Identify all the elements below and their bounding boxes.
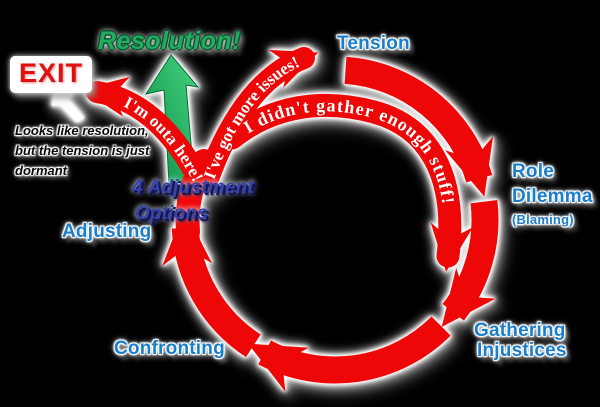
arc-role-dilemma-to-gathering	[441, 200, 499, 328]
note-line-2: but the tension is just	[15, 143, 150, 159]
exit-pointer-icon	[52, 88, 84, 122]
arc-confronting-to-adjusting	[162, 209, 261, 358]
injustices-line: Injustices	[477, 339, 567, 361]
blaming-line: (Blaming)	[512, 212, 574, 228]
note-line-1: Looks like resolution,	[15, 123, 149, 138]
arc-tension-to-role-dilemma	[344, 56, 494, 197]
role-line: Role	[512, 161, 554, 182]
tension-label: Tension	[337, 33, 410, 54]
options-line-2: Options	[135, 202, 209, 224]
options-line-1: 4 Adjustment	[132, 177, 255, 198]
resolution-label: Resolution!	[98, 27, 241, 55]
adjustment-options-label: 4 Adjustment Options	[132, 175, 254, 226]
gathering-injustices-label: Gathering Injustices	[474, 321, 567, 361]
gathering-line: Gathering	[474, 320, 566, 341]
arrow-outa-here-to-exit	[81, 76, 209, 189]
note-line-3: dormant	[15, 163, 67, 179]
dormant-tension-note: Looks like resolution, but the tension i…	[15, 121, 149, 181]
arc-gathering-to-confronting	[248, 316, 451, 392]
adjusting-label: Adjusting	[62, 221, 152, 242]
dilemma-line: Dilemma	[512, 185, 593, 207]
role-dilemma-label: Role Dilemma (Blaming)	[512, 160, 593, 229]
exit-sign: EXIT	[10, 56, 93, 93]
exit-label: EXIT	[19, 58, 84, 88]
confronting-label: Confronting	[114, 338, 225, 359]
arrow-more-issues-to-tension	[196, 47, 319, 193]
arc-not-enough-stuff-loop	[220, 93, 473, 272]
